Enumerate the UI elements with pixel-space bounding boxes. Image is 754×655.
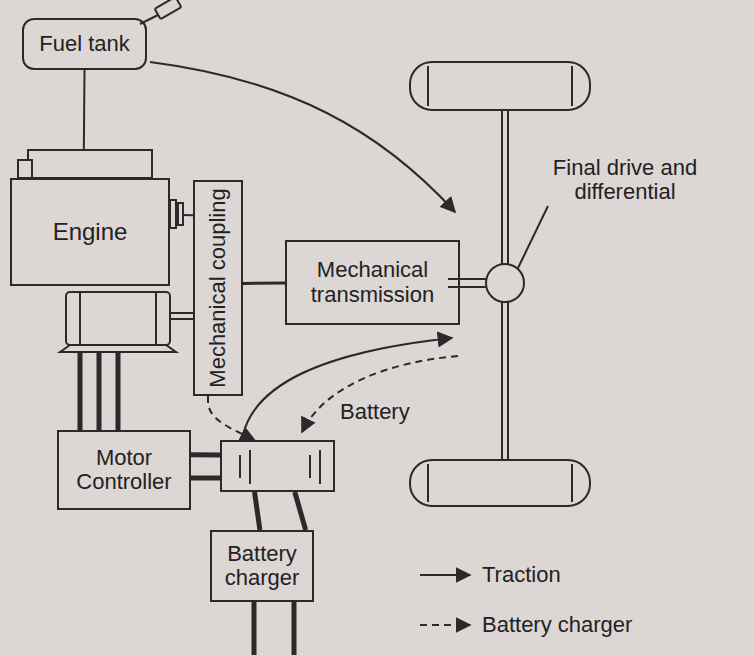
battery: Battery (220, 440, 335, 492)
legend-sample (420, 624, 470, 626)
fuel-tank: Fuel tank (22, 18, 147, 70)
final-drive (486, 264, 524, 302)
connector (243, 283, 285, 284)
node-text: Mechanical transmission (287, 258, 458, 306)
connector (208, 396, 255, 440)
connector-line (191, 452, 220, 457)
connector-line (255, 492, 260, 530)
node-text: Fuel tank (39, 32, 130, 56)
leader-line (518, 206, 548, 268)
node-text: Mechanical coupling (206, 188, 230, 387)
electric-motor (60, 292, 193, 352)
wheel (410, 460, 590, 506)
node-text: Battery charger (212, 542, 312, 590)
transmission-shaft (448, 279, 486, 287)
mechanical-transmission: Mechanical transmission (285, 240, 460, 325)
connector-line (295, 492, 306, 530)
fuel-nozzle (140, 0, 181, 24)
connector-line (191, 475, 220, 480)
node-text: Battery (340, 400, 410, 424)
charging-arrow (302, 356, 458, 432)
motor-wires (80, 352, 118, 430)
engine: Engine (10, 178, 170, 286)
legend-text: Battery charger (482, 612, 632, 638)
legend-text: Traction (482, 562, 561, 588)
node-text: Motor Controller (59, 446, 189, 494)
connector-line (243, 282, 285, 285)
wheel (410, 62, 590, 110)
mechanical-coupling: Mechanical coupling (193, 180, 243, 396)
traction-arrow (243, 338, 452, 435)
charger-wires (254, 602, 294, 655)
connector-line (208, 396, 255, 440)
battery-cells (240, 450, 320, 484)
legend-sample (420, 574, 470, 576)
part-label: Final drive and differential (535, 156, 715, 204)
connector (255, 492, 306, 530)
traction-arrow (150, 62, 455, 212)
motor-controller: Motor Controller (57, 430, 191, 510)
connector (191, 455, 220, 478)
engine-block (18, 150, 183, 228)
battery-charger: Battery charger (210, 530, 314, 602)
node-text: Engine (53, 219, 128, 245)
